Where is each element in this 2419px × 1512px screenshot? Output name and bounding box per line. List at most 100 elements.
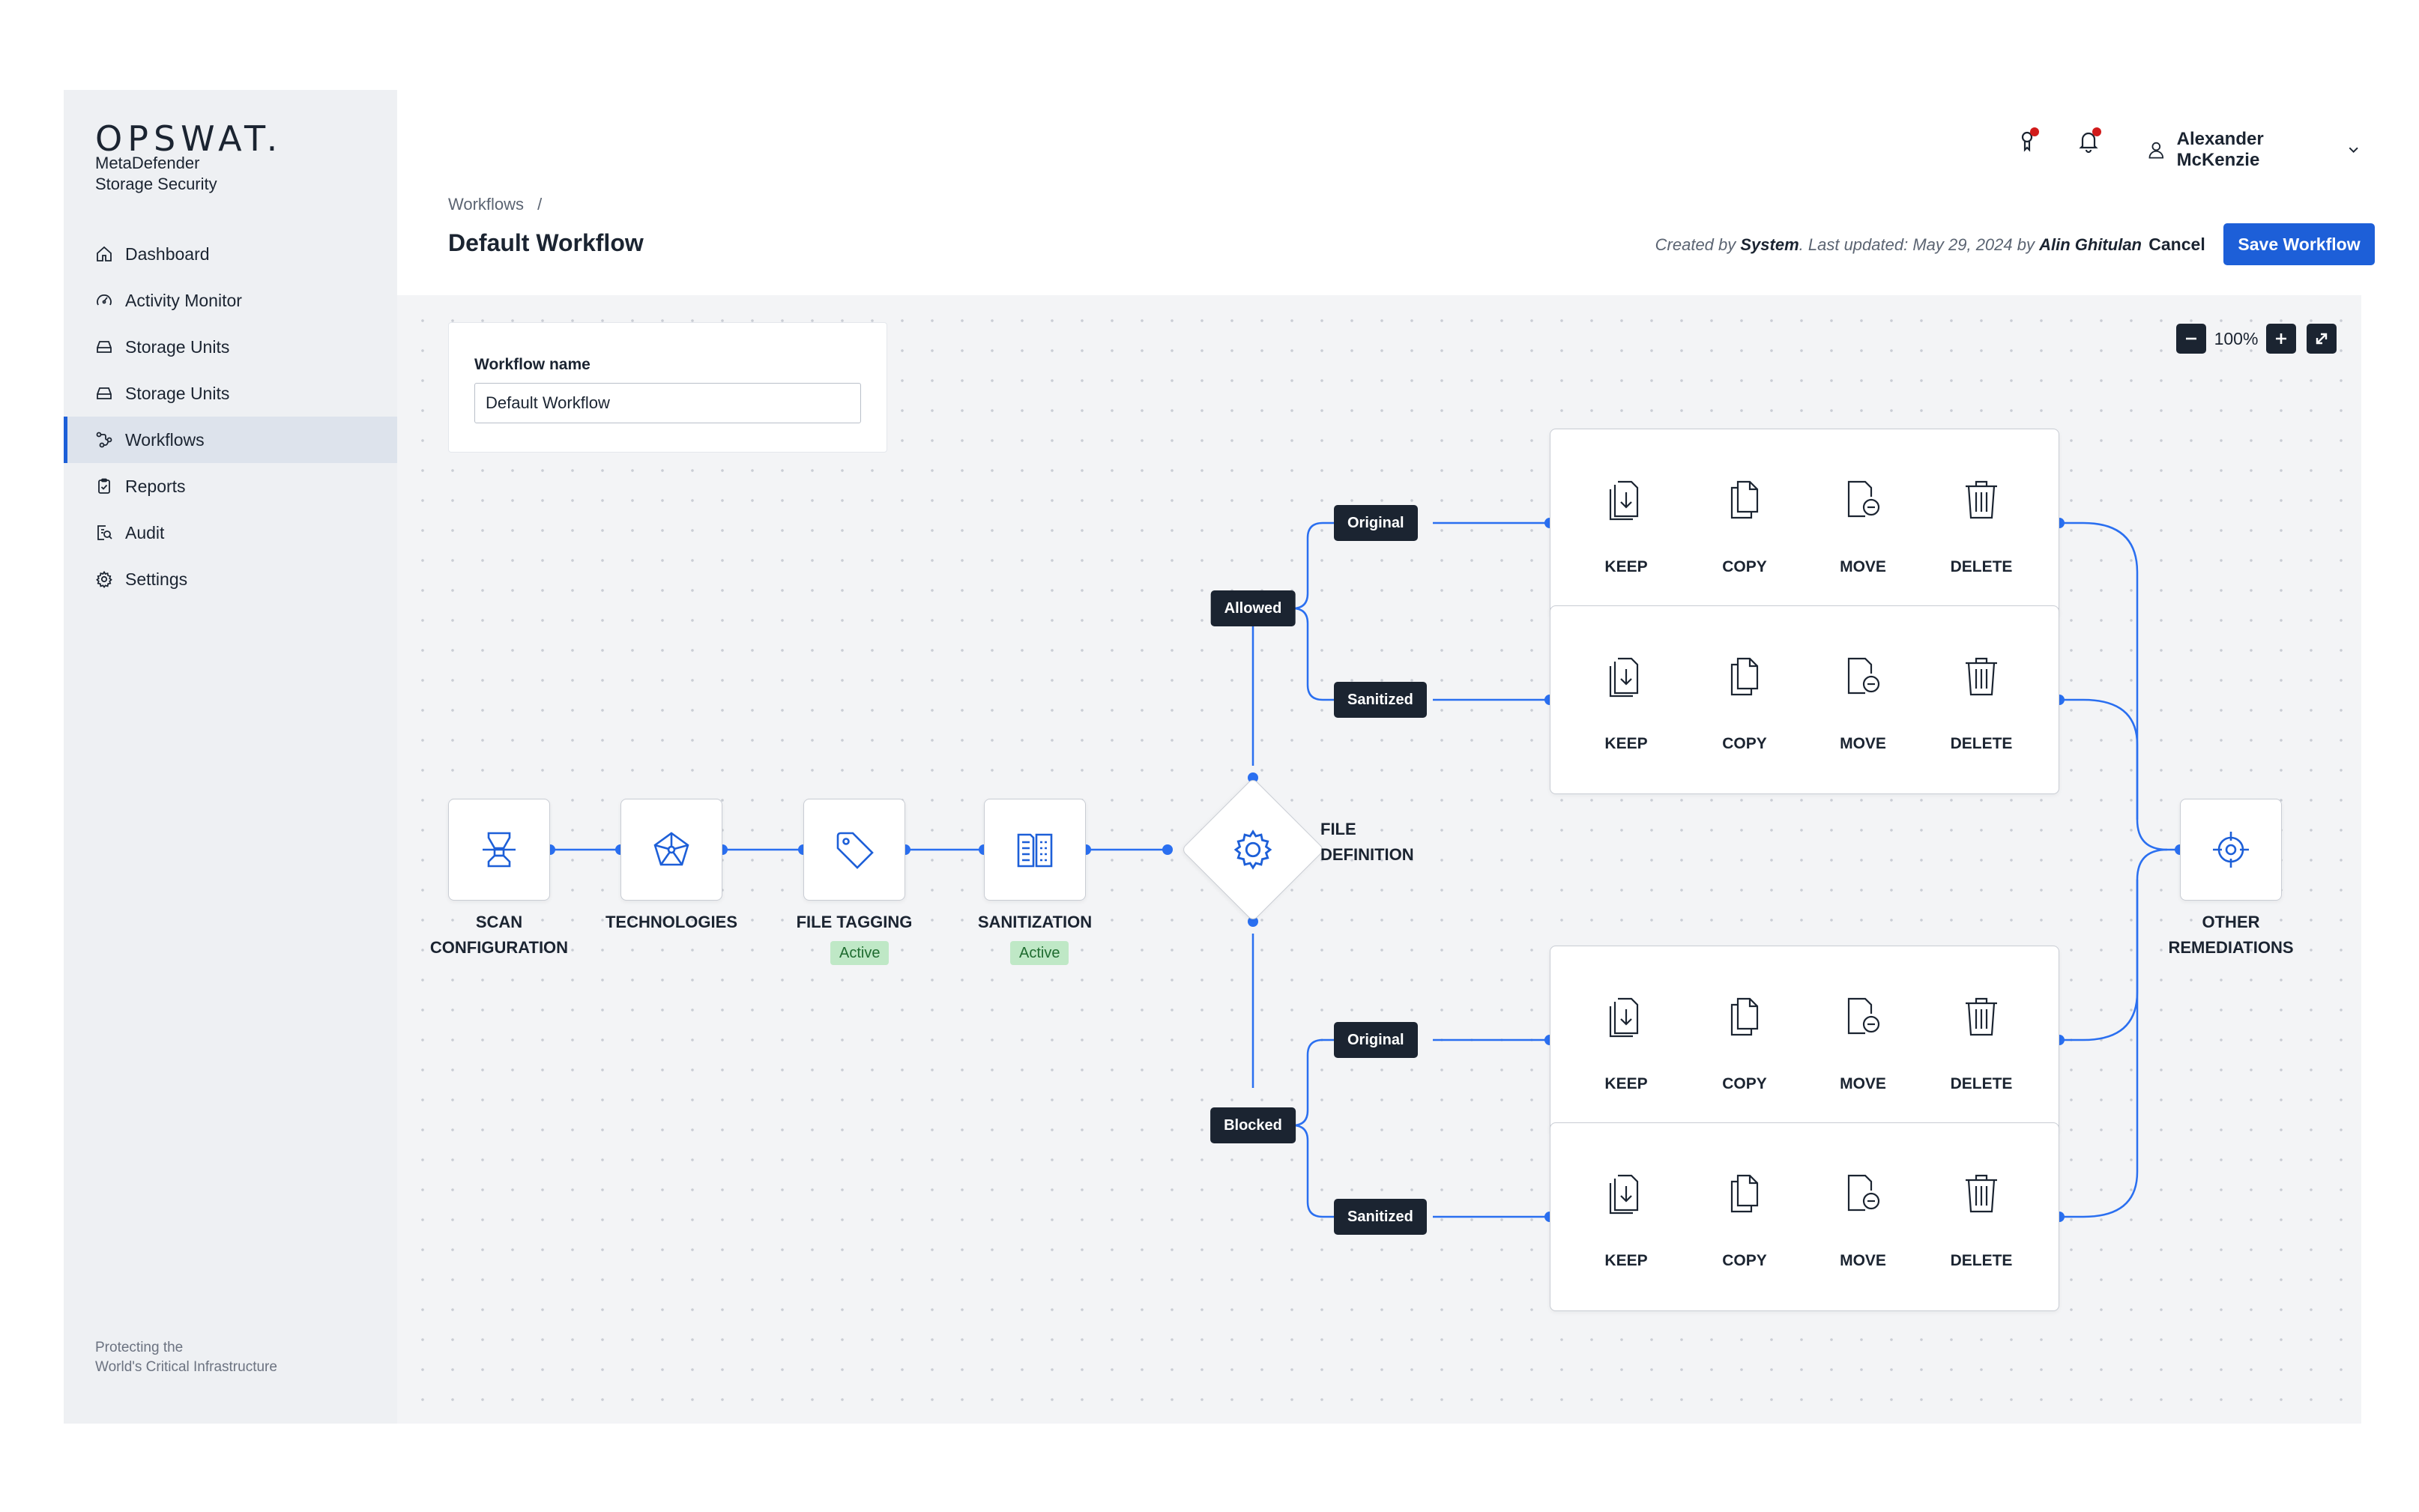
keep-label: KEEP	[1604, 1252, 1648, 1269]
sidebar-item-dashboard[interactable]: Dashboard	[64, 231, 397, 277]
copy-icon	[1730, 1174, 1759, 1213]
keep-icon	[1609, 480, 1639, 521]
workflow-connectors	[545, 518, 2185, 1222]
zoom-out-button[interactable]	[2176, 324, 2206, 354]
move-action[interactable]: MOVE	[1804, 476, 1922, 576]
move-label: MOVE	[1840, 1252, 1886, 1269]
technologies-node[interactable]	[620, 799, 722, 901]
copy-action[interactable]: COPY	[1685, 1170, 1804, 1270]
blocked-sanitized-tag[interactable]: Sanitized	[1334, 1199, 1427, 1235]
sidebar: OPSWAT. MetaDefender Storage Security Da…	[64, 90, 397, 1424]
sidebar-item-label: Storage Units	[125, 383, 230, 403]
product-name: MetaDefender Storage Security	[95, 153, 217, 195]
other-remediations-node[interactable]	[2180, 799, 2282, 901]
file-definition-line1: FILE	[1320, 820, 1356, 838]
sidebar-item-activity-monitor[interactable]: Activity Monitor	[64, 277, 397, 324]
sanitize-document-icon	[1017, 833, 1053, 868]
allowed-original-tag[interactable]: Original	[1334, 505, 1418, 541]
file-tagging-label: FILE TAGGING	[796, 913, 913, 931]
license-button[interactable]	[2014, 126, 2044, 156]
scan-label-line2: CONFIGURATION	[429, 938, 569, 957]
user-icon	[2148, 142, 2164, 159]
keep-action[interactable]: KEEP	[1567, 476, 1685, 576]
trash-icon	[1966, 657, 1997, 696]
sidebar-footer: Protecting the World's Critical Infrastr…	[95, 1338, 277, 1377]
notifications-button[interactable]	[2074, 126, 2104, 156]
sidebar-item-label: Reports	[125, 476, 186, 496]
copy-label: COPY	[1722, 1075, 1767, 1092]
sidebar-item-label: Workflows	[125, 429, 205, 450]
cancel-button[interactable]: Cancel	[2136, 223, 2218, 265]
meta-updated: . Last updated: May 29, 2024 by	[1799, 235, 2040, 254]
breadcrumb-separator: /	[537, 195, 543, 214]
scan-label-line1: SCAN	[475, 913, 523, 931]
keep-label: KEEP	[1604, 735, 1648, 752]
allowed-sanitized-tag[interactable]: Sanitized	[1334, 682, 1427, 718]
keep-icon	[1609, 1174, 1639, 1215]
sidebar-item-audit[interactable]: Audit	[64, 509, 397, 556]
user-menu[interactable]: Alexander McKenzie	[2146, 129, 2361, 171]
move-label: MOVE	[1840, 1075, 1886, 1092]
copy-icon	[1730, 480, 1759, 519]
sidebar-item-label: Activity Monitor	[125, 290, 242, 310]
opswat-logo[interactable]: OPSWAT.	[95, 118, 283, 159]
scan-configuration-node[interactable]	[448, 799, 550, 901]
sidebar-item-label: Settings	[125, 569, 188, 589]
move-icon	[1847, 1174, 1880, 1212]
keep-icon	[1609, 997, 1639, 1038]
copy-action[interactable]: COPY	[1685, 476, 1804, 576]
keep-action[interactable]: KEEP	[1567, 653, 1685, 753]
workflow-name-input[interactable]	[474, 383, 861, 423]
move-label: MOVE	[1840, 558, 1886, 575]
delete-action[interactable]: DELETE	[1922, 1170, 2041, 1270]
blocked-sanitized-actions-card: KEEP COPY MOVE DELETE	[1550, 1122, 2059, 1311]
fullscreen-button[interactable]	[2307, 324, 2337, 354]
keep-action[interactable]: KEEP	[1567, 1170, 1685, 1270]
keep-label: KEEP	[1604, 1075, 1648, 1092]
blocked-tag[interactable]: Blocked	[1210, 1107, 1296, 1143]
workflow-meta: Created by System. Last updated: May 29,…	[1617, 235, 2142, 255]
gauge-icon	[97, 294, 112, 306]
gear-icon	[1233, 829, 1272, 870]
workflow-icon	[96, 432, 112, 448]
move-action[interactable]: MOVE	[1804, 1170, 1922, 1270]
sidebar-item-storage-units-2[interactable]: Storage Units	[64, 370, 397, 417]
blocked-original-tag[interactable]: Original	[1334, 1022, 1418, 1058]
move-action[interactable]: MOVE	[1804, 993, 1922, 1093]
delete-action[interactable]: DELETE	[1922, 993, 2041, 1093]
other-remediations-label: OTHER REMEDIATIONS	[2141, 910, 2321, 961]
file-definition-line2: DEFINITION	[1320, 845, 1414, 864]
user-name: Alexander McKenzie	[2176, 129, 2264, 170]
copy-icon	[1730, 657, 1759, 696]
sanitization-label: SANITIZATION	[977, 913, 1093, 931]
home-icon	[97, 246, 112, 261]
sidebar-item-storage-units[interactable]: Storage Units	[64, 324, 397, 370]
keep-action[interactable]: KEEP	[1567, 993, 1685, 1093]
file-tagging-node[interactable]	[803, 799, 905, 901]
breadcrumb-workflows[interactable]: Workflows	[448, 195, 525, 214]
sidebar-item-label: Dashboard	[125, 244, 210, 264]
footer-line1: Protecting the	[95, 1340, 184, 1355]
copy-action[interactable]: COPY	[1685, 993, 1804, 1093]
sidebar-item-settings[interactable]: Settings	[64, 556, 397, 602]
sidebar-item-reports[interactable]: Reports	[64, 463, 397, 509]
delete-label: DELETE	[1950, 558, 2013, 575]
allowed-tag[interactable]: Allowed	[1210, 590, 1296, 626]
tag-icon	[836, 832, 874, 869]
breadcrumb: Workflows /	[448, 195, 542, 214]
minus-icon	[2186, 337, 2196, 340]
copy-action[interactable]: COPY	[1685, 653, 1804, 753]
zoom-in-button[interactable]	[2266, 324, 2296, 354]
sidebar-item-workflows[interactable]: Workflows	[64, 417, 397, 463]
bell-icon	[2079, 132, 2098, 154]
sanitization-node[interactable]	[984, 799, 1086, 901]
workflow-canvas[interactable]: Workflow name 100% SCAN CONFIGURATION	[397, 295, 2361, 1424]
workflow-name-card: Workflow name	[448, 322, 887, 453]
delete-action[interactable]: DELETE	[1922, 653, 2041, 753]
copy-label: COPY	[1722, 558, 1767, 575]
trash-icon	[1966, 1174, 1997, 1213]
delete-action[interactable]: DELETE	[1922, 476, 2041, 576]
save-workflow-button[interactable]: Save Workflow	[2223, 223, 2375, 265]
move-action[interactable]: MOVE	[1804, 653, 1922, 753]
expand-icon	[2316, 333, 2328, 345]
